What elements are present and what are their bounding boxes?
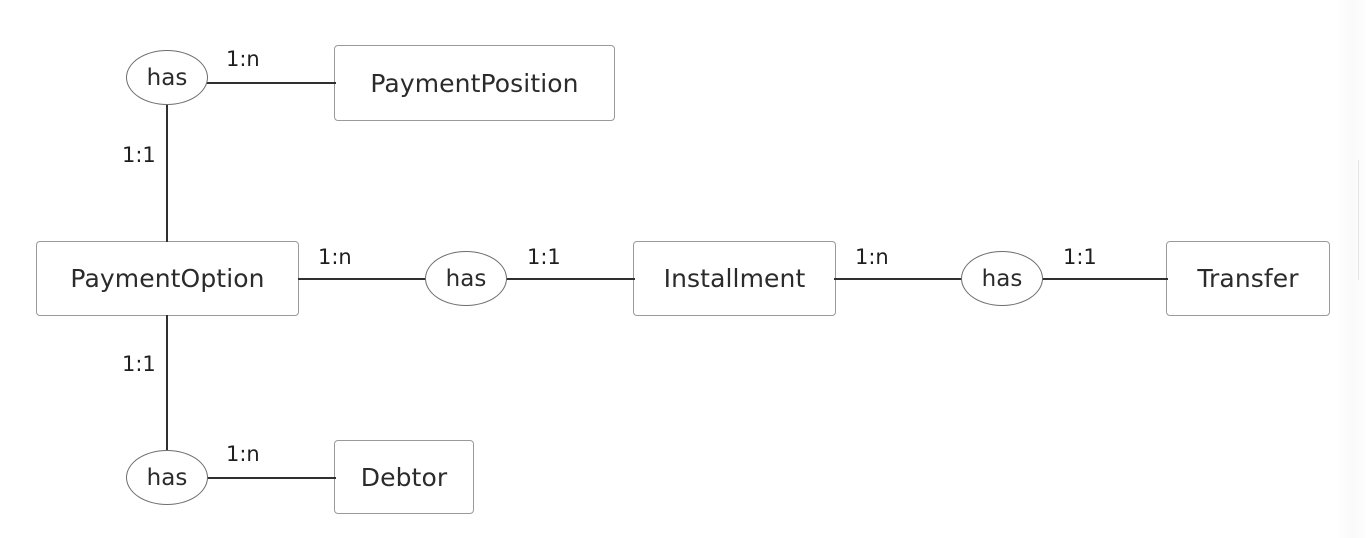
- edge-payment-option-to-has-payment-position: [166, 101, 168, 242]
- entity-label: PaymentOption: [70, 264, 265, 293]
- relationship-has-installment[interactable]: has: [425, 251, 507, 306]
- relationship-has-payment-position[interactable]: has: [126, 50, 208, 105]
- relationship-label: has: [146, 64, 188, 91]
- entity-debtor[interactable]: Debtor: [334, 440, 474, 514]
- entity-label: Installment: [663, 264, 806, 293]
- edge-installment-to-has-transfer: [834, 278, 964, 280]
- cardinality-payment-option-to-has-installment: 1:n: [318, 245, 352, 269]
- cardinality-payment-option-to-has-debtor: 1:1: [122, 352, 156, 376]
- entity-payment-option[interactable]: PaymentOption: [36, 241, 299, 316]
- page-edge-shadow: [1336, 0, 1366, 538]
- edge-has-to-debtor: [205, 477, 336, 479]
- entity-label: PaymentPosition: [370, 68, 579, 98]
- cardinality-has-to-installment: 1:1: [527, 245, 561, 269]
- edge-has-to-installment: [505, 278, 635, 280]
- relationship-label: has: [146, 464, 188, 491]
- entity-label: Debtor: [360, 462, 448, 492]
- page-edge-line: [1358, 160, 1359, 280]
- relationship-has-debtor[interactable]: has: [126, 450, 208, 505]
- relationship-has-transfer[interactable]: has: [961, 251, 1043, 306]
- edge-payment-option-to-has-installment: [298, 278, 428, 280]
- cardinality-has-to-transfer: 1:1: [1063, 245, 1097, 269]
- edge-has-to-transfer: [1042, 278, 1168, 280]
- cardinality-installment-to-has-transfer: 1:n: [855, 245, 889, 269]
- cardinality-has-to-payment-position: 1:n: [226, 47, 260, 71]
- entity-installment[interactable]: Installment: [633, 241, 836, 316]
- entity-transfer[interactable]: Transfer: [1166, 241, 1330, 316]
- edge-has-to-payment-position: [205, 82, 336, 84]
- relationship-label: has: [445, 265, 487, 292]
- cardinality-has-to-debtor: 1:n: [226, 442, 260, 466]
- edge-payment-option-to-has-debtor: [166, 315, 168, 452]
- cardinality-payment-option-to-has-payment-position: 1:1: [122, 143, 156, 167]
- relationship-label: has: [981, 265, 1023, 292]
- entity-label: Transfer: [1197, 264, 1299, 293]
- entity-payment-position[interactable]: PaymentPosition: [334, 45, 615, 121]
